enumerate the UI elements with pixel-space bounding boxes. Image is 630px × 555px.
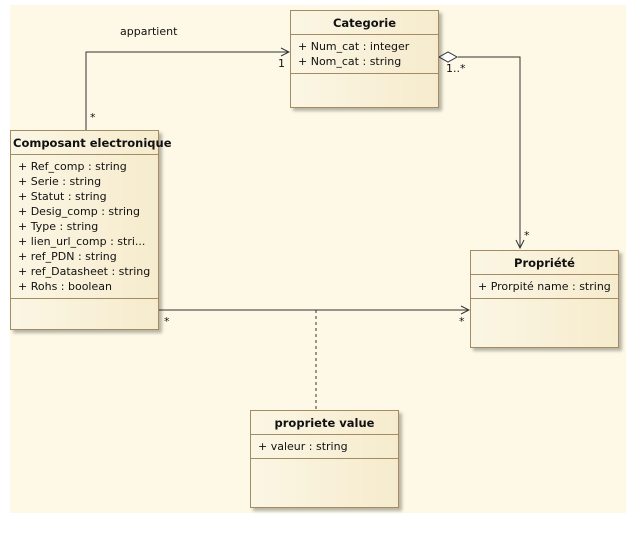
multiplicity-label: 1 — [278, 57, 285, 70]
attribute: + Ref_comp : string — [18, 160, 127, 173]
attribute: + lien_url_comp : stri... — [18, 235, 146, 248]
association-label-appartient: appartient — [120, 25, 178, 38]
attribute-list: + valeur : string — [251, 435, 398, 459]
attribute: + Desig_comp : string — [18, 205, 140, 218]
attribute-list: + Prorpité name : string — [471, 275, 618, 299]
attribute: + valeur : string — [258, 440, 348, 453]
multiplicity-label: * — [524, 229, 530, 242]
class-propriete[interactable]: Propriété + Prorpité name : string — [470, 250, 619, 348]
attribute-list: + Ref_comp : string + Serie : string + S… — [11, 155, 158, 299]
attribute: + ref_Datasheet : string — [18, 265, 151, 278]
operation-compartment — [251, 459, 398, 555]
association-lines — [85, 0, 630, 409]
multiplicity-label: 1..* — [446, 62, 466, 75]
multiplicity-label: * — [459, 315, 465, 328]
class-title: Composant electronique — [11, 131, 172, 155]
attribute-list: + Num_cat : integer + Nom_cat : string — [291, 35, 438, 74]
attribute: + Num_cat : integer — [298, 40, 410, 53]
class-categorie[interactable]: Categorie + Num_cat : integer + Nom_cat … — [290, 10, 439, 108]
attribute: + Nom_cat : string — [298, 55, 402, 68]
attribute: + Statut : string — [18, 190, 107, 203]
attribute: + Rohs : boolean — [18, 280, 112, 293]
association-categorie-propriete — [458, 56, 520, 248]
class-title: Categorie — [291, 11, 438, 35]
attribute: + Prorpité name : string — [478, 280, 611, 293]
class-title: Propriété — [471, 251, 618, 275]
attribute: + Type : string — [18, 220, 99, 233]
multiplicity-label: * — [164, 315, 170, 328]
aggregation-diamond — [437, 51, 459, 63]
association-appartient — [85, 52, 289, 130]
diagram-canvas: Categorie + Num_cat : integer + Nom_cat … — [10, 0, 630, 513]
attribute: + Serie : string — [18, 175, 102, 188]
operation-compartment — [11, 299, 158, 497]
class-composant-electronique[interactable]: Composant electronique + Ref_comp : stri… — [10, 130, 172, 330]
class-title: propriete value — [251, 411, 398, 435]
operation-compartment — [471, 299, 618, 395]
class-propriete-value[interactable]: propriete value + valeur : string — [250, 410, 399, 508]
attribute: + ref_PDN : string — [18, 250, 117, 263]
multiplicity-label: * — [90, 111, 96, 124]
operation-compartment — [291, 74, 438, 170]
